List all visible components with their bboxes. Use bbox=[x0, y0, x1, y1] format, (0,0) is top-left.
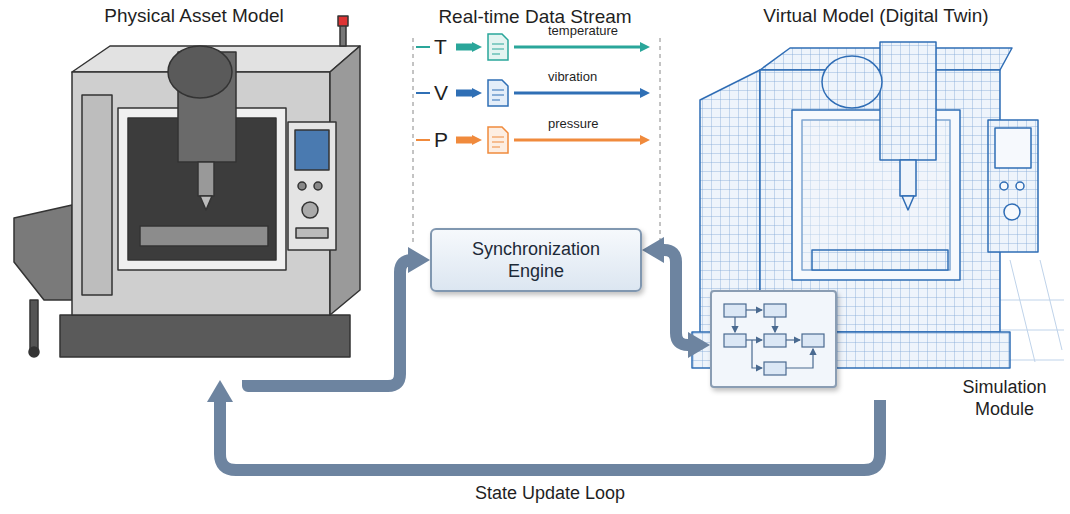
module-box: Simulation Module bbox=[710, 290, 837, 388]
signal-name: T bbox=[434, 34, 447, 60]
signal-name: P bbox=[434, 127, 448, 153]
edge-label: State Update Loop bbox=[471, 482, 629, 504]
signal-label: pressure bbox=[548, 116, 599, 132]
data-stream bbox=[413, 34, 660, 242]
section-heading: Real-time Data Stream bbox=[385, 6, 685, 28]
module-label: Simulation Module bbox=[952, 376, 1057, 420]
flow-arrow bbox=[248, 260, 414, 386]
flowchart-icon bbox=[712, 292, 835, 386]
box-title: Synchronization Engine bbox=[446, 238, 626, 282]
signal-name: V bbox=[434, 80, 448, 106]
asset-region: Physical Asset Model bbox=[8, 4, 380, 380]
flow-arrow bbox=[220, 396, 880, 470]
flow-arrow bbox=[658, 250, 694, 345]
cnc-machine bbox=[14, 16, 360, 357]
twin-region: Virtual Model (Digital Twin) Simulation M… bbox=[690, 4, 1062, 400]
signal-label: vibration bbox=[548, 69, 597, 85]
region-heading: Physical Asset Model bbox=[8, 4, 380, 28]
region-heading: Virtual Model (Digital Twin) bbox=[690, 4, 1062, 28]
signal-label: temperature bbox=[548, 23, 618, 39]
process-box: Synchronization Engine bbox=[430, 228, 642, 292]
